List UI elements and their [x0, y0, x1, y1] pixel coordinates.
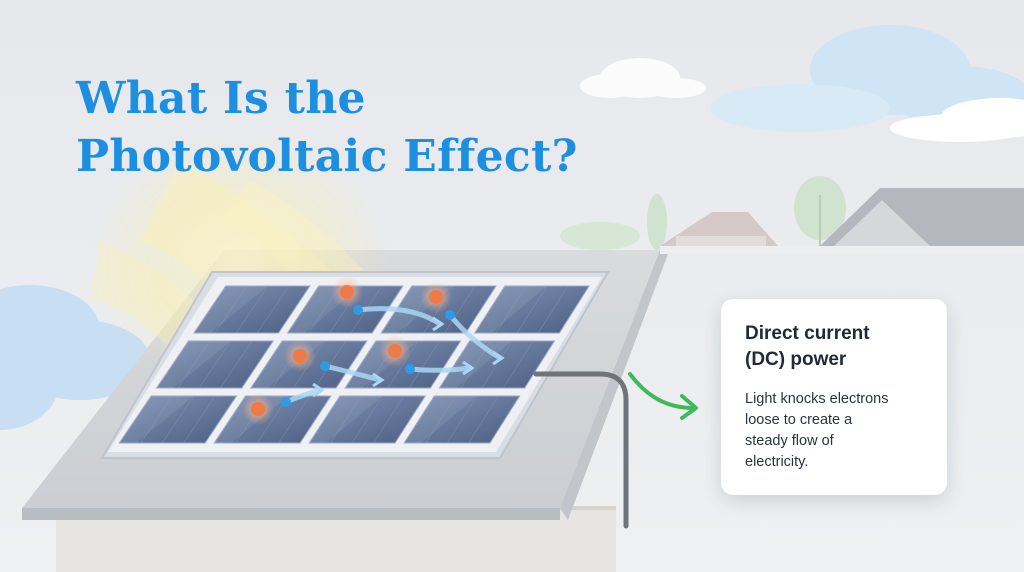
- cell-line: [235, 285, 269, 334]
- cloud-icon: [0, 285, 150, 430]
- free-electron-icon: [320, 361, 330, 371]
- house-icon: [660, 188, 1024, 248]
- title-line-1: What Is the: [76, 73, 366, 124]
- cell-line: [468, 395, 499, 444]
- card-body-line: Light knocks electrons: [745, 391, 889, 407]
- flow-arrowhead: [492, 350, 505, 366]
- cell-line: [177, 340, 210, 389]
- flow-arrowhead: [462, 360, 475, 376]
- card-body-line: electricity.: [745, 454, 809, 470]
- cell-line: [373, 395, 405, 444]
- cell-line: [183, 395, 216, 444]
- cell-glare: [156, 340, 231, 389]
- free-electron-icon: [445, 310, 455, 320]
- cell-line: [330, 395, 362, 444]
- electron-icon: [293, 349, 307, 363]
- cell-line: [446, 395, 478, 444]
- cell-line: [537, 285, 569, 334]
- cell-line: [516, 285, 548, 334]
- cell-line: [278, 395, 310, 444]
- flow-arrowhead: [432, 316, 445, 332]
- card-description: Light knocks electrons loose to create a…: [745, 389, 923, 473]
- free-electron-icon: [405, 364, 415, 374]
- cell-line: [481, 340, 513, 389]
- cloud-icon: [710, 25, 1024, 142]
- card-heading-line-1: Direct current: [745, 323, 870, 344]
- cell-glare: [309, 395, 383, 444]
- cloud-icon: [580, 58, 706, 98]
- card-body-line: loose to create a: [745, 412, 853, 428]
- card-heading: Direct current (DC) power: [745, 321, 923, 373]
- cell-line: [503, 340, 534, 389]
- cell-line: [351, 395, 383, 444]
- cell-line: [214, 285, 248, 334]
- cell-line: [314, 340, 346, 389]
- cell-line: [425, 395, 456, 444]
- cell-glare: [474, 285, 547, 334]
- page-title: What Is the Photovoltaic Effect?: [76, 70, 578, 186]
- cell-glare: [404, 395, 477, 444]
- cell-line: [198, 340, 232, 389]
- flow-arrowhead: [372, 372, 385, 388]
- title-line-2: Photovoltaic Effect?: [76, 131, 578, 182]
- cell-line: [220, 340, 253, 389]
- electron-icon: [340, 285, 354, 299]
- power-cable: [533, 371, 629, 529]
- tree-icon: [560, 176, 846, 250]
- cell-line: [408, 340, 440, 389]
- cell-glare: [119, 395, 194, 444]
- electron-flow: [407, 365, 473, 373]
- electron-icon: [388, 344, 402, 358]
- electron-icon: [251, 402, 265, 416]
- card-heading-line-2: (DC) power: [745, 349, 847, 370]
- arrow-right-icon: [628, 372, 698, 420]
- flow-arrowhead: [312, 382, 325, 398]
- free-electron-icon: [281, 397, 291, 407]
- free-electron-icon: [353, 305, 363, 315]
- electron-icon: [429, 290, 443, 304]
- cell-glare: [193, 285, 268, 334]
- cell-line: [140, 395, 173, 444]
- cell-line: [257, 285, 290, 334]
- cell-line: [444, 285, 476, 334]
- card-body-line: steady flow of: [745, 433, 834, 449]
- info-card: Direct current (DC) power Light knocks e…: [721, 299, 947, 495]
- cell-line: [161, 395, 195, 444]
- cell-line: [495, 285, 527, 334]
